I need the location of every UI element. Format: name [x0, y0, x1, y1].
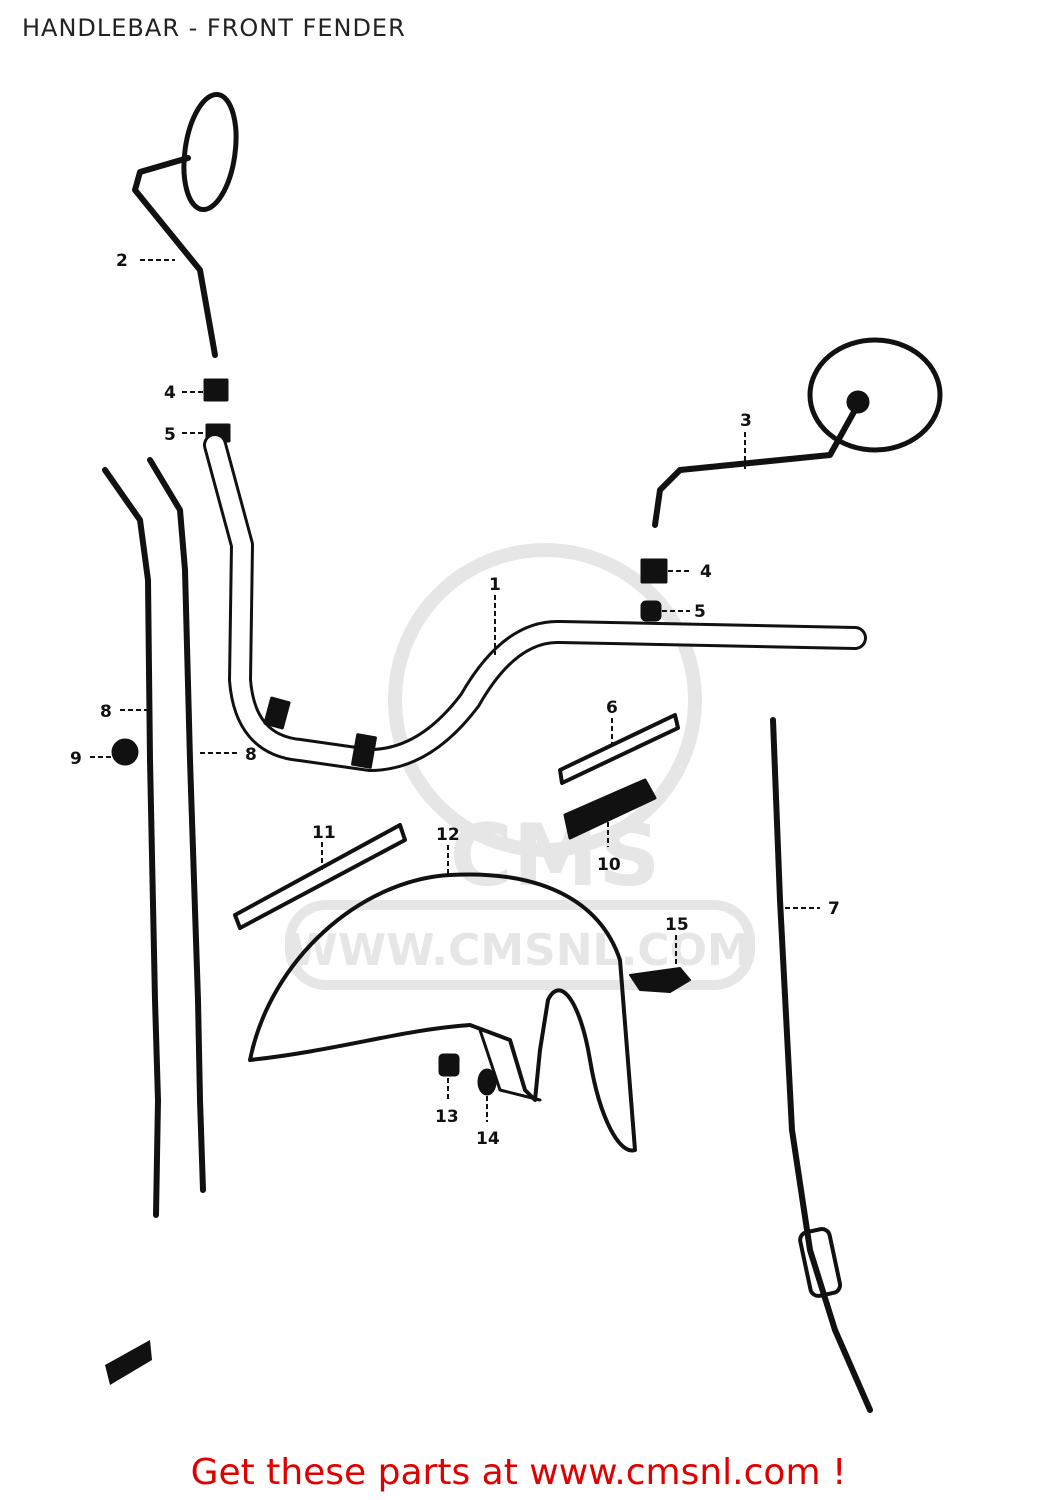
- washer: [477, 1068, 497, 1096]
- front-fender-bracket: [478, 1028, 542, 1102]
- callout-9: 9: [70, 749, 82, 769]
- clamp-lower: [563, 778, 657, 840]
- speedometer-cable-boot: [798, 1227, 843, 1298]
- mirror-right: [640, 337, 943, 622]
- callout-2: 2: [116, 251, 128, 271]
- callout-6: 6: [606, 698, 618, 718]
- watermark-url-text: WWW.CMSNL.COM: [289, 925, 751, 976]
- callout-10: 10: [597, 855, 621, 875]
- callout-15: 15: [665, 915, 689, 935]
- mirror-right-pivot: [846, 390, 870, 414]
- handlebar-grip-band-1: [263, 696, 291, 730]
- handlebar-inner: [206, 436, 864, 769]
- callouts: 1 2 3 4 5 4 5 6 7 8 8 9 10 11 12 13 14 1…: [70, 251, 840, 1149]
- mirror-left-nut-4: [203, 378, 229, 402]
- watermark-logo-circle: [388, 543, 702, 857]
- mirror-left-glass: [181, 91, 239, 213]
- mirror-left-stem: [132, 155, 218, 358]
- callout-8b: 8: [245, 745, 257, 765]
- clamp-upper: [558, 713, 680, 785]
- callout-7: 7: [828, 899, 840, 919]
- callout-3: 3: [740, 411, 752, 431]
- callout-4b: 4: [700, 562, 712, 582]
- callout-8a: 8: [100, 702, 112, 722]
- speedometer-cable: [770, 717, 873, 1413]
- handlebar: [203, 433, 867, 772]
- cable-guide: [629, 967, 691, 993]
- mirror-left: [132, 91, 239, 443]
- footer-link[interactable]: Get these parts at www.cmsnl.com !: [190, 1452, 847, 1493]
- throttle-cable-left: [102, 467, 161, 1218]
- orientation-marker: [105, 1340, 152, 1385]
- watermark-url-band: [285, 900, 755, 990]
- cable-clip: [111, 738, 139, 766]
- handlebar-grip-band-2: [351, 733, 377, 769]
- callout-4a: 4: [164, 383, 176, 403]
- callout-14: 14: [476, 1129, 500, 1149]
- watermark: CMS WWW.CMSNL.COM: [285, 543, 755, 990]
- footer-banner[interactable]: Get these parts at www.cmsnl.com !: [0, 1452, 1037, 1493]
- throttle-cable-right: [147, 457, 206, 1193]
- callout-5b: 5: [694, 602, 706, 622]
- mirror-right-nut-4: [640, 558, 668, 584]
- bolt: [438, 1053, 460, 1077]
- callout-12: 12: [436, 825, 460, 845]
- front-fender: [248, 872, 637, 1153]
- page-title: HANDLEBAR - FRONT FENDER: [22, 14, 406, 42]
- callout-1: 1: [489, 575, 501, 595]
- mirror-right-stem: [652, 407, 858, 528]
- callout-13: 13: [435, 1107, 459, 1127]
- callout-5a: 5: [164, 425, 176, 445]
- mirror-right-glass: [807, 337, 943, 453]
- callout-11: 11: [312, 823, 336, 843]
- mirror-right-washer-5: [640, 600, 662, 622]
- fender-brace: [233, 823, 407, 930]
